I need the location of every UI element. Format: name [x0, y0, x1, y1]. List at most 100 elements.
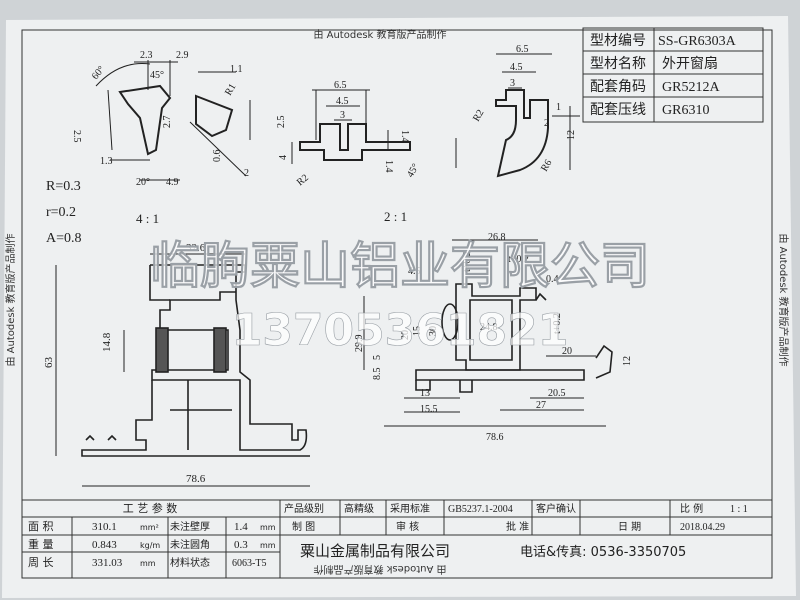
title-block	[21, 499, 773, 579]
dim-6-5a: 6.5	[334, 80, 347, 91]
main-profile-section-2	[415, 283, 613, 393]
scale-right: 2 : 1	[384, 209, 407, 224]
dim-12a: 12	[566, 130, 577, 140]
area-unit: mm²	[140, 523, 159, 532]
company-phone: 电话&传真: 0536-3350705	[520, 545, 686, 560]
dim-20a: 20	[400, 330, 411, 340]
dim-0-4: 0.4	[546, 274, 559, 285]
ratio-value: 1 : 1	[730, 504, 748, 515]
dim-t02b: t+0.2	[508, 254, 529, 265]
dim-15-5: 15.5	[420, 404, 438, 415]
dim-t02a: t+0.2	[462, 251, 473, 272]
info-value-name: 外开窗扇	[662, 55, 718, 72]
dim-78-6b: 78.6	[486, 432, 504, 443]
dim-2: 2	[244, 168, 249, 179]
perimeter-value: 331.03	[92, 557, 123, 569]
detail-seal-a	[95, 60, 251, 181]
dim-2b: 2	[544, 118, 549, 129]
material-value: 6063-T5	[232, 558, 266, 569]
perimeter-label: 周 长	[28, 556, 54, 569]
dim-2-3: 2.3	[140, 50, 153, 61]
company-name: 粟山金属制品有限公司	[300, 542, 450, 560]
dim-8-5: 8.5	[372, 368, 383, 381]
dim-r6: R6	[539, 158, 554, 174]
dim-t02c: t+0.2	[552, 313, 563, 334]
note-R: R=0.3	[46, 179, 81, 194]
note-A: A=0.8	[46, 231, 82, 246]
info-value-number: SS-GR6303A	[658, 34, 737, 49]
scale-left: 4 : 1	[136, 211, 159, 226]
dim-20-5: 20.5	[548, 388, 566, 399]
dim-4-5c: 4.5	[408, 266, 421, 277]
wall-label: 未注壁厚	[170, 520, 210, 533]
dim-1-4a: 1.4	[399, 130, 410, 143]
dim-78-6a: 78.6	[186, 473, 206, 485]
info-label-name: 型材名称	[590, 56, 646, 72]
dim-1-4b: 1.4	[383, 160, 394, 173]
standard-value: GB5237.1-2004	[448, 504, 513, 515]
dim-1-1: 1.1	[230, 64, 243, 75]
dim-30: 30	[428, 326, 439, 336]
left-watermark: 由 Autodesk 教育版产品制作	[4, 233, 17, 366]
dim-3b: 3	[510, 78, 515, 89]
detail-bead-c	[455, 53, 580, 178]
radius-value: 0.3	[234, 539, 248, 551]
weight-value: 0.843	[92, 539, 117, 551]
radius-label: 未注圆角	[170, 538, 210, 551]
standard-label: 采用标准	[390, 503, 430, 515]
dim-2-7: 2.7	[162, 116, 173, 129]
company-watermark: 临朐粟山铝业有限公司	[150, 237, 650, 295]
material-label: 材料状态	[170, 556, 210, 569]
dim-1-3: 1.3	[100, 156, 113, 167]
dim-15: 15	[412, 326, 423, 336]
wall-unit: mm	[260, 523, 276, 532]
process-params-title: 工 艺 参 数	[123, 501, 178, 515]
radius-unit: mm	[260, 541, 276, 550]
dim-27: 27	[536, 400, 546, 411]
customer-label: 客户确认	[536, 502, 576, 515]
ratio-label: 比 例	[680, 502, 703, 515]
area-label: 面 积	[28, 520, 54, 533]
dim-3a: 3	[340, 110, 345, 121]
dim-r2b: R2	[471, 108, 486, 124]
dim-29-9: 29.9	[354, 335, 365, 353]
dim-4-5a: 4.5	[336, 96, 349, 107]
grade-label: 产品级别	[284, 502, 324, 515]
right-watermark: 由 Autodesk 教育版产品制作	[777, 233, 790, 366]
info-label-corner: 配套角码	[590, 79, 646, 95]
dim-26-8: 26.8	[488, 232, 506, 243]
info-label-bead: 配套压线	[590, 102, 646, 118]
dim-13: 13	[420, 388, 430, 399]
dim-32-6: 32.6	[186, 242, 206, 254]
grade-value: 高精级	[344, 502, 374, 515]
main-profile-section	[81, 264, 310, 457]
dim-r1: R1	[223, 82, 238, 98]
dim-1: 1	[556, 102, 561, 113]
weight-label: 重 量	[28, 537, 54, 551]
dim-20deg: 20°	[136, 177, 150, 188]
dim-12b: 12	[622, 356, 633, 366]
area-value: 310.1	[92, 521, 117, 533]
bottom-watermark: 由 Autodesk 教育版产品制作	[313, 563, 446, 576]
dim-45: 45°	[150, 70, 164, 81]
date-label: 日 期	[618, 521, 641, 533]
dim-5: 5	[372, 355, 383, 360]
weight-unit: kg/m	[140, 541, 160, 550]
perimeter-unit: mm	[140, 559, 156, 568]
dim-2-9: 2.9	[176, 50, 189, 61]
dim-4-5b: 4.5	[510, 62, 523, 73]
info-label-number: 型材编号	[590, 33, 646, 49]
info-table	[582, 27, 764, 123]
review-label: 审 核	[396, 520, 419, 533]
dim-2-5b: 2.5	[276, 116, 287, 129]
note-r: r=0.2	[46, 205, 76, 220]
dim-6-5b: 6.5	[516, 44, 529, 55]
approve-label: 批 准	[506, 520, 529, 533]
paper	[2, 16, 796, 598]
detail-channel-b	[291, 89, 411, 164]
draw-label: 制 图	[292, 520, 315, 533]
dim-4-9: 4.9	[166, 177, 179, 188]
dim-24-8: 24.8	[480, 322, 498, 333]
